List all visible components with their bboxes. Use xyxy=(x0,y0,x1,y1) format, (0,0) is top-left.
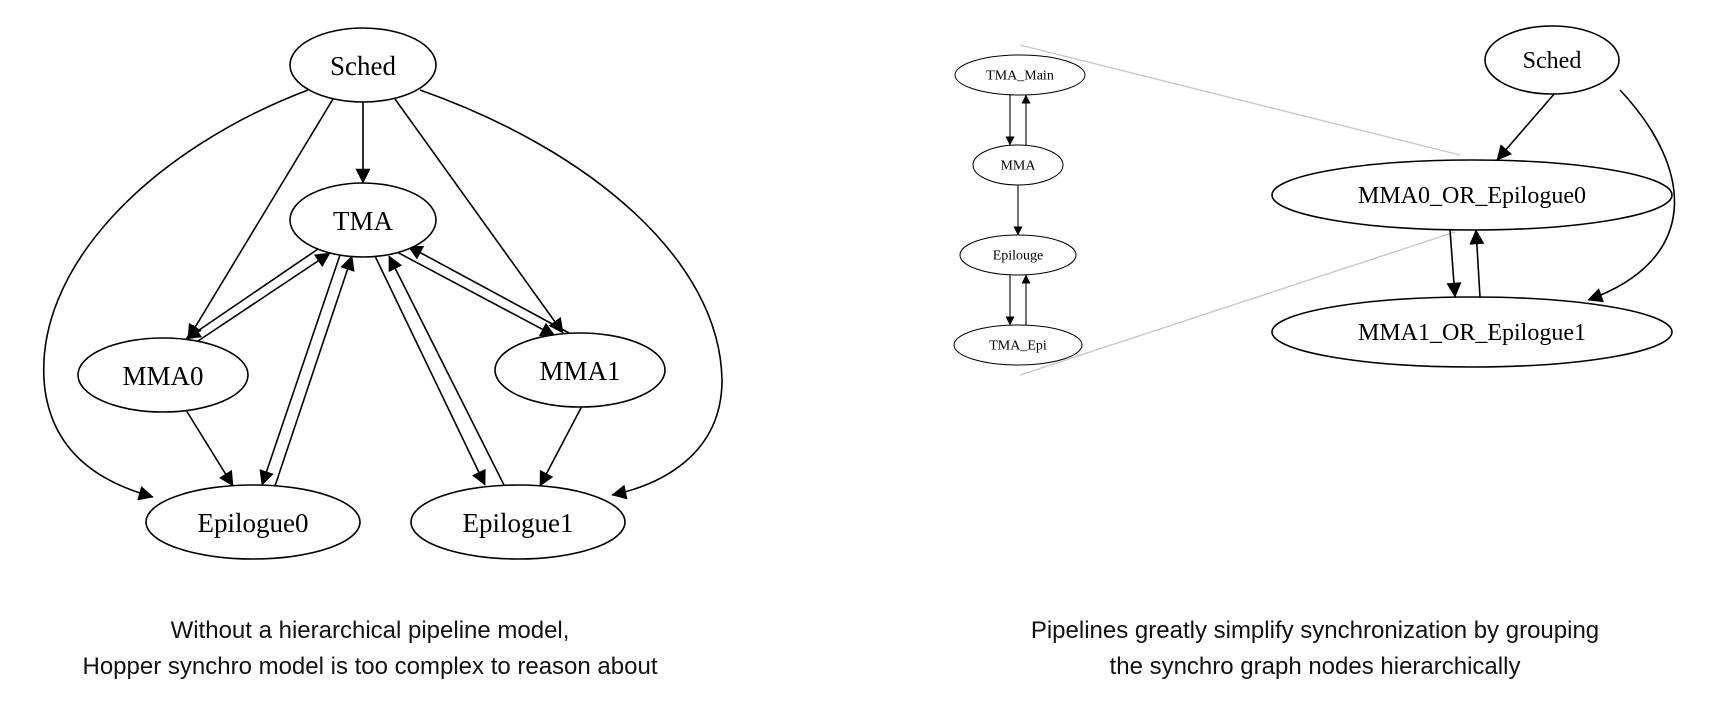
zoom-connector-lines xyxy=(1019,44,1461,376)
edge-epilogue0-to-tma xyxy=(274,255,355,487)
edge-tma-to-mma0 xyxy=(185,248,319,340)
edge-sched-r-to-mma1-or-epilogue1 xyxy=(1587,89,1676,303)
complex-caption-line-2: Hopper synchro model is too complex to r… xyxy=(82,653,658,680)
edge-epilogue1-to-tma xyxy=(388,255,506,488)
edge-sched-to-epilogue0 xyxy=(42,89,309,501)
complex-graph-caption: Without a hierarchical pipeline model, H… xyxy=(0,613,740,685)
node-ellipse-mma xyxy=(972,144,1064,186)
hierarchical-caption-line-2: the synchro graph nodes hierarchically xyxy=(1109,653,1521,680)
node-ellipse-tma-main xyxy=(954,54,1086,96)
node-ellipse-mma1 xyxy=(494,332,666,408)
node-label-epilouge: Epilouge xyxy=(993,249,1044,264)
edge-mma0-to-tma xyxy=(197,252,331,342)
node-mma0: MMA0 xyxy=(77,337,249,413)
node-label-mma0-or-epilogue0: MMA0_OR_Epilogue0 xyxy=(1358,183,1586,209)
node-epilouge: Epilouge xyxy=(959,234,1077,276)
hierarchical-graph-edges xyxy=(1446,89,1676,303)
zoom-line-top xyxy=(1019,44,1461,156)
edge-tma-to-mma1 xyxy=(394,250,556,337)
node-ellipse-tma xyxy=(289,182,437,258)
edge-mma1-or-epilogue1-to-mma0-or-epilogue0 xyxy=(1469,229,1485,298)
edge-mma0-or-epilogue0-to-mma1-or-epilogue1 xyxy=(1446,229,1462,298)
node-epilogue1: Epilogue1 xyxy=(410,484,626,560)
node-label-sched-r: Sched xyxy=(1523,48,1582,74)
node-label-mma1: MMA1 xyxy=(539,356,620,386)
node-ellipse-epilouge xyxy=(959,234,1077,276)
node-label-tma: TMA xyxy=(333,206,394,236)
node-tma: TMA xyxy=(289,182,437,258)
node-ellipse-mma1-or-epilogue1 xyxy=(1271,296,1673,368)
edge-sched-to-mma0 xyxy=(187,98,334,340)
node-label-tma-epi: TMA_Epi xyxy=(989,339,1047,354)
node-mma0-or-epilogue0: MMA0_OR_Epilogue0 xyxy=(1271,159,1673,231)
edge-sched-r-to-mma0-or-epilogue0 xyxy=(1496,92,1556,161)
edge-mma1-to-tma xyxy=(407,245,570,334)
complex-graph-edges xyxy=(42,89,723,501)
node-ellipse-epilogue0 xyxy=(145,484,361,560)
node-label-tma-main: TMA_Main xyxy=(986,69,1054,84)
node-sched: Sched xyxy=(289,27,437,103)
node-epilogue0: Epilogue0 xyxy=(145,484,361,560)
edge-mma1-to-epilogue1 xyxy=(539,405,583,487)
node-label-mma1-or-epilogue1: MMA1_OR_Epilogue1 xyxy=(1358,320,1586,346)
node-sched-r: Sched xyxy=(1484,25,1620,95)
node-mma: MMA xyxy=(972,144,1064,186)
edge-tma-to-epilogue0 xyxy=(259,254,341,486)
node-label-epilogue0: Epilogue0 xyxy=(198,508,309,538)
hierarchical-caption-line-1: Pipelines greatly simplify synchronizati… xyxy=(1030,617,1600,644)
complex-caption-line-1: Without a hierarchical pipeline model, xyxy=(170,617,570,644)
edge-sched-to-mma1 xyxy=(394,98,564,334)
edge-mma0-to-epilogue0 xyxy=(185,409,234,487)
node-ellipse-sched xyxy=(289,27,437,103)
node-ellipse-epilogue1 xyxy=(410,484,626,560)
node-ellipse-mma0 xyxy=(77,337,249,413)
zoom-line-bottom xyxy=(1019,231,1456,376)
node-ellipse-tma-epi xyxy=(953,324,1083,366)
pipeline-detail-edges xyxy=(1005,94,1031,326)
node-tma-epi: TMA_Epi xyxy=(953,324,1083,366)
node-label-mma0: MMA0 xyxy=(122,361,203,391)
node-ellipse-sched-r xyxy=(1484,25,1620,95)
node-mma1: MMA1 xyxy=(494,332,666,408)
node-label-epilogue1: Epilogue1 xyxy=(463,508,574,538)
node-label-sched: Sched xyxy=(330,51,396,81)
node-ellipse-mma0-or-epilogue0 xyxy=(1271,159,1673,231)
node-label-mma: MMA xyxy=(1000,159,1036,174)
edge-sched-to-epilogue1 xyxy=(419,89,723,500)
node-tma-main: TMA_Main xyxy=(954,54,1086,96)
hierarchical-graph-caption: Pipelines greatly simplify synchronizati… xyxy=(960,613,1670,685)
edge-tma-to-epilogue1 xyxy=(374,255,486,486)
node-mma1-or-epilogue1: MMA1_OR_Epilogue1 xyxy=(1271,296,1673,368)
